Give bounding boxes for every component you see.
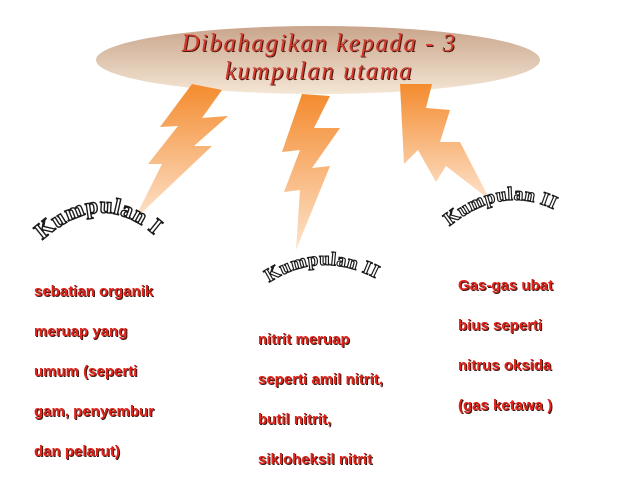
text-line: bius seperti <box>458 317 543 334</box>
text-line: gam, penyembur <box>34 403 155 420</box>
lightning-bolt-left <box>134 84 228 220</box>
text-line: seperti amil nitrit, <box>258 371 384 388</box>
text-line: (gas ketawa ) <box>458 397 553 414</box>
lightning-bolt-right <box>400 84 490 200</box>
lightning-bolt-middle <box>282 94 340 250</box>
text-line: nitrus oksida <box>458 357 552 374</box>
group-3-description: Gas-gas ubat bius seperti nitrus oksida … <box>458 256 553 436</box>
text-line: dan pelarut) <box>34 443 120 460</box>
text-line: umum (seperti <box>34 363 138 380</box>
title-line-2: kumpulan utama <box>224 58 414 85</box>
text-line: nitrit meruap <box>258 331 350 348</box>
text-line: meruap yang <box>34 323 128 340</box>
group-2-description: nitrit meruap seperti amil nitrit, butil… <box>258 310 383 490</box>
group-label-2: Kumpulan II <box>261 249 383 287</box>
group-1-description: sebatian organik meruap yang umum (seper… <box>34 262 154 482</box>
text-line: sebatian organik <box>34 283 154 300</box>
diagram-canvas: Kumpulan I Kumpulan II Kumpulan III <box>0 0 561 287</box>
text-line: Gas-gas ubat <box>458 277 554 294</box>
title-ellipse <box>96 26 540 94</box>
title-line-1: Dibahagikan kepada - 3 <box>181 30 457 57</box>
text-line: sikloheksil nitrit <box>258 451 373 468</box>
text-line: butil nitrit, <box>258 411 332 428</box>
